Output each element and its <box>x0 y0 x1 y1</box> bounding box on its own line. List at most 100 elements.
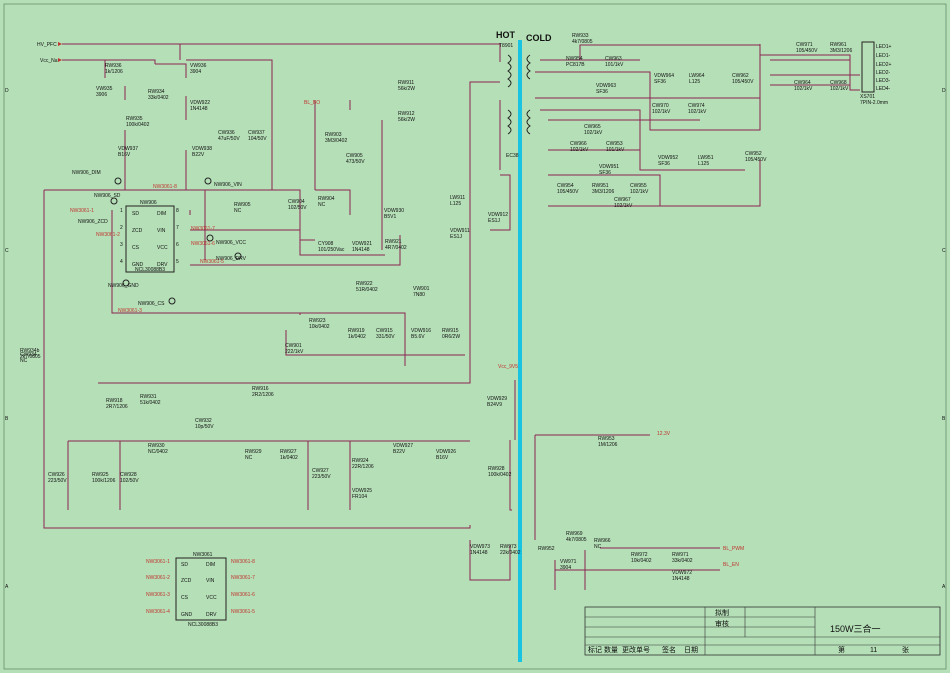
component-value-cw952: 105/450V <box>745 157 767 163</box>
component-value-cw928: 102/50V <box>120 478 139 484</box>
ic-second-ref: NW3061 <box>193 552 213 558</box>
sheet-frame <box>3 3 947 670</box>
component-value-rw903: 3M3/0402 <box>325 138 347 144</box>
isolation-bar <box>518 40 522 662</box>
component-value-cw966: 102/1kV <box>570 147 589 153</box>
component-value-rw969: 4k7/0805 <box>566 537 587 543</box>
component-ref-nw954: NW954 <box>566 56 583 62</box>
component-value-rw966: NC <box>594 544 602 550</box>
component-ref-cw927: CW927 <box>312 468 329 474</box>
component-ref-rw973: RW973 <box>500 544 517 550</box>
ic-main-num-1: 1 <box>120 208 123 214</box>
component-value-vdw926: B16V <box>436 455 449 461</box>
title-block: 拟制 审核 150W三合一 标记 数量 更改单号 签名 日期 第 11 张 <box>584 606 941 656</box>
component-ref-rw972: RW972 <box>631 552 648 558</box>
component-ref-cw932: CW932 <box>195 418 212 424</box>
wire-layer <box>43 43 860 590</box>
component-value-nw954: PC817B <box>566 62 585 68</box>
component-ref-rw934b: RW934b <box>20 348 40 354</box>
component-ref-vdw963: VDW963 <box>596 83 616 89</box>
component-ref-vw901: VW901 <box>413 286 430 292</box>
ic-main-pin-gnd: GND <box>132 262 144 268</box>
component-value-cw965: 102/1kV <box>584 130 603 136</box>
ic-main: NW906 NCL30088B3 SD ZCD CS GND DIM VIN V… <box>120 200 179 273</box>
component-ref-lw911: LW911 <box>450 195 465 201</box>
component-ref-rw934: RW934 <box>148 89 165 95</box>
connector-pin-6: LED4- <box>876 86 891 92</box>
ic-second-part: NCL30088B3 <box>188 622 218 628</box>
component-ref-rw911: RW911 <box>398 80 414 86</box>
net-label-n6: NW3061-6 <box>191 241 215 247</box>
component-ref-rw951: RW951 <box>592 183 609 189</box>
component-ref-rw922: RW922 <box>356 281 373 287</box>
connector-body <box>861 41 875 93</box>
component-value-rw923: 10k/0402 <box>309 324 330 330</box>
connector-pin-2: LED1- <box>876 53 891 59</box>
component-value-rw916: 2R2/1206 <box>252 392 274 398</box>
component-ref-rw912: RW912 <box>398 111 415 117</box>
ic-second-net-r6: NW3061-6 <box>231 592 255 598</box>
component-value-vdw930: B5V1 <box>384 214 396 220</box>
component-ref-rw935: RW935 <box>126 116 143 122</box>
tp-drv: NW906_DRV <box>216 256 247 262</box>
ic-main-pin-sd: SD <box>132 211 139 217</box>
component-ref-rw903: RW903 <box>325 132 342 138</box>
vcc-na-arrow <box>58 58 62 62</box>
component-value-cw905: 473/50V <box>346 159 365 165</box>
output-connector: LED1+ LED1- LED2+ LED2- LED3- LED4- XS70… <box>860 41 892 106</box>
component-value-cw937: 104/50V <box>248 136 267 142</box>
hv-pfc-label: HV_PFC <box>37 42 57 48</box>
ic-second: NW3061 NCL30088B3 SD ZCD CS GND DIM VIN … <box>146 552 255 628</box>
component-ref-rw918: RW918 <box>106 398 123 404</box>
component-ref-vdw951: VDW951 <box>599 164 619 170</box>
transformer-diag: EC38 <box>506 153 519 159</box>
component-value-vdw925: FR104 <box>352 494 367 500</box>
component-ref-vdw952: VDW952 <box>658 155 678 161</box>
component-ref-rw924: RW924 <box>352 458 369 464</box>
component-ref-vw971: VW971 <box>560 559 577 565</box>
component-value-rw924: 22R/1206 <box>352 464 374 470</box>
hv-pfc-arrow <box>58 42 62 46</box>
vcc-9v-label: Vcc_9V5 <box>498 364 518 370</box>
connector-desc: 7PIN-2.0mm <box>860 100 888 106</box>
tp-cs: NW906_CS <box>138 301 165 307</box>
component-ref-rw936: RW936 <box>105 63 122 69</box>
component-value-rw927: 1k/0402 <box>280 455 298 461</box>
component-ref-vdw911: VDW911 <box>450 228 470 234</box>
ic-second-pin-vcc: VCC <box>206 595 217 601</box>
ic-main-part: NCL30088B3 <box>135 267 165 273</box>
component-ref-lw964: LW964 <box>689 73 705 79</box>
component-value-rw904: NC <box>318 202 326 208</box>
hot-zone-label: HOT <box>496 30 516 40</box>
component-value-lw964: L125 <box>689 79 700 85</box>
component-value-rw931: 51k/0402 <box>140 400 161 406</box>
ic-main-ref: NW906 <box>140 200 157 206</box>
component-ref-vdw926: VDW926 <box>436 449 456 455</box>
component-ref-rw915: RW915 <box>442 328 459 334</box>
edge-mark-a-right: A <box>942 584 946 590</box>
net-labels: NW3061-8 NW3061-1 NW3061-2 NW3061-7 NW30… <box>70 184 224 314</box>
ic-second-pin-sd: SD <box>181 562 188 568</box>
component-value-vdw938: B22V <box>192 152 205 158</box>
net-label-n8: NW3061-8 <box>153 184 177 190</box>
component-ref-vdw973: VDW973 <box>470 544 490 550</box>
component-value-rw925: 100k/1206 <box>92 478 116 484</box>
component-value-vdw963: SF36 <box>596 89 608 95</box>
cold-zone-label: COLD <box>526 33 552 43</box>
component-value-cw954: 105/450V <box>557 189 579 195</box>
component-ref-cw953: CW953 <box>606 141 623 147</box>
component-value-cy908: 101/250Vac <box>318 247 345 253</box>
component-value-cw963: 101/1kV <box>605 62 624 68</box>
component-value-rw973: 22k/0402 <box>500 550 521 556</box>
component-value-rw971: 33k/0402 <box>672 558 693 564</box>
component-value-vdw922: 1N4148 <box>190 106 208 112</box>
component-ref-cw963: CW963 <box>605 56 622 62</box>
component-value-cw915: 331/50V <box>376 334 395 340</box>
component-value-rw922: 51R/0402 <box>356 287 378 293</box>
net-label-n7: NW3061-7 <box>191 226 215 232</box>
transformer-ref: T8901 <box>499 43 513 49</box>
component-value-lw911: L125 <box>450 201 461 207</box>
ic-second-net-l1: NW3061-1 <box>146 559 170 565</box>
title-block-hdr-date: 日期 <box>684 646 698 654</box>
